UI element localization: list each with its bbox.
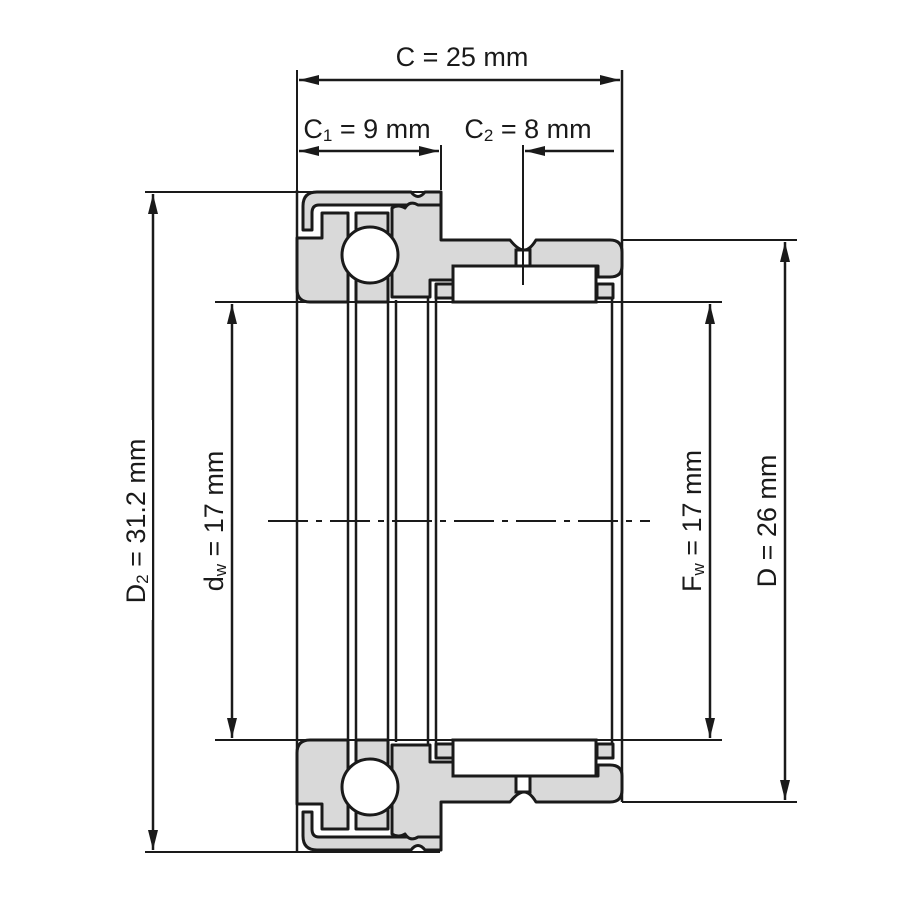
label-Fw: Fw = 17 mm xyxy=(677,450,708,592)
label-D: D = 26 mm xyxy=(752,455,782,588)
label-dw: dw = 17 mm xyxy=(199,451,230,592)
label-C: C = 25 mm xyxy=(396,42,529,72)
label-C2: C2 = 8 mm xyxy=(464,114,591,145)
bearing-section-bottom xyxy=(295,738,624,852)
bearing-section-top xyxy=(295,190,624,304)
extension-lines xyxy=(145,70,797,853)
bearing-outlines xyxy=(295,70,624,852)
label-C1: C1 = 9 mm xyxy=(303,114,430,145)
label-D2: D2 = 31.2 mm xyxy=(121,439,152,604)
